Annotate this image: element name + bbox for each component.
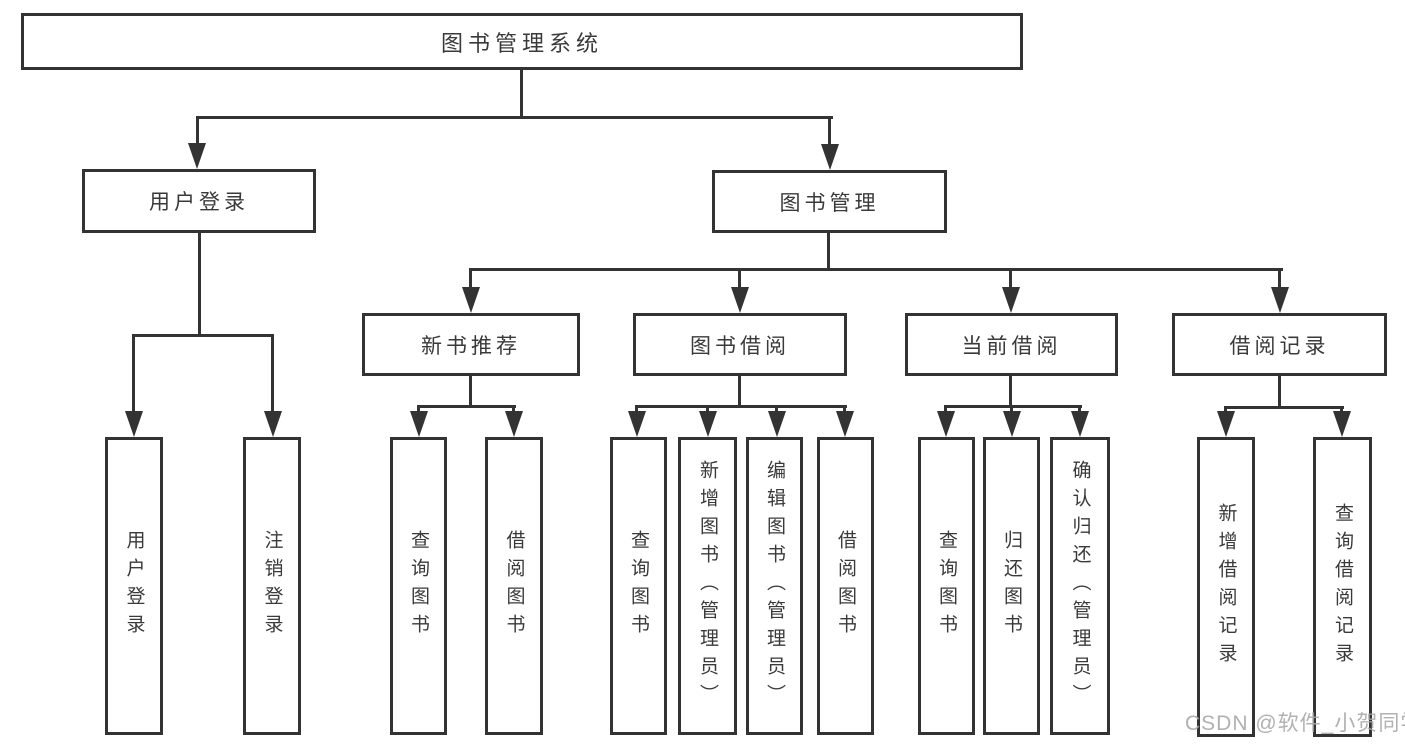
arrow-head-down-icon (731, 287, 749, 313)
arrow-head-down-icon (628, 411, 646, 437)
node-rec-borrow-books: 借阅图书 (485, 437, 543, 735)
arrow-head-down-icon (505, 411, 523, 437)
watermark: CSDN @软件_小贺同学 (1185, 712, 1405, 735)
arrow-head-down-icon (1003, 411, 1021, 437)
arrow-head-down-icon (188, 143, 206, 169)
node-user-login: 用户登录 (82, 169, 316, 233)
arrow-head-down-icon (1271, 287, 1289, 313)
arrow-head-down-icon (937, 411, 955, 437)
connector-line (469, 268, 472, 294)
node-bb-query-books: 查询图书 (610, 437, 667, 735)
node-br-query-record: 查询借阅记录 (1313, 437, 1372, 737)
node-borrow-records: 借阅记录 (1172, 313, 1387, 376)
connector-line (635, 405, 847, 408)
node-new-book-recommend: 新书推荐 (362, 313, 580, 376)
connector-line (198, 233, 201, 337)
connector-line (1009, 268, 1012, 294)
node-leaf-user-login: 用户登录 (105, 437, 163, 735)
arrow-head-down-icon (1002, 287, 1020, 313)
connector-line (469, 268, 1283, 271)
node-bb-edit-books-admin: 编辑图书（管理员） (746, 437, 803, 735)
arrow-head-down-icon (1071, 411, 1089, 437)
connector-line (1224, 406, 1344, 409)
arrow-head-down-icon (768, 411, 786, 437)
node-bb-borrow-books: 借阅图书 (817, 437, 874, 735)
arrow-head-down-icon (821, 144, 839, 170)
connector-line (944, 405, 1082, 408)
node-rec-query-books: 查询图书 (390, 437, 447, 735)
connector-line (132, 334, 274, 337)
arrow-head-down-icon (836, 411, 854, 437)
arrow-head-down-icon (125, 411, 143, 437)
arrow-head-down-icon (264, 411, 282, 437)
connector-line (1009, 376, 1012, 407)
node-book-management: 图书管理 (712, 170, 947, 233)
connector-line (1278, 268, 1281, 294)
node-bb-add-books-admin: 新增图书（管理员） (678, 437, 737, 735)
connector-line (827, 233, 830, 271)
connector-line (196, 116, 199, 152)
node-br-add-record: 新增借阅记录 (1197, 437, 1255, 737)
arrow-head-down-icon (410, 411, 428, 437)
connector-line (196, 116, 833, 119)
node-book-borrowing: 图书借阅 (633, 313, 847, 376)
connector-line (469, 376, 472, 407)
connector-line (738, 268, 741, 294)
connector-line (132, 334, 135, 418)
node-cb-confirm-return-admin: 确认归还（管理员） (1050, 437, 1110, 735)
node-cb-query-books: 查询图书 (918, 437, 975, 735)
arrow-head-down-icon (462, 287, 480, 313)
arrow-head-down-icon (699, 411, 717, 437)
connector-line (828, 116, 831, 153)
connector-line (520, 70, 523, 118)
arrow-head-down-icon (1333, 411, 1351, 437)
connector-line (1278, 376, 1281, 408)
connector-line (417, 405, 516, 408)
connector-line (271, 334, 274, 418)
arrow-head-down-icon (1217, 411, 1235, 437)
node-cb-return-books: 归还图书 (983, 437, 1040, 735)
connector-line (738, 376, 741, 407)
node-leaf-logout: 注销登录 (243, 437, 301, 735)
node-library-system: 图书管理系统 (21, 13, 1023, 70)
node-current-borrowing: 当前借阅 (905, 313, 1118, 376)
